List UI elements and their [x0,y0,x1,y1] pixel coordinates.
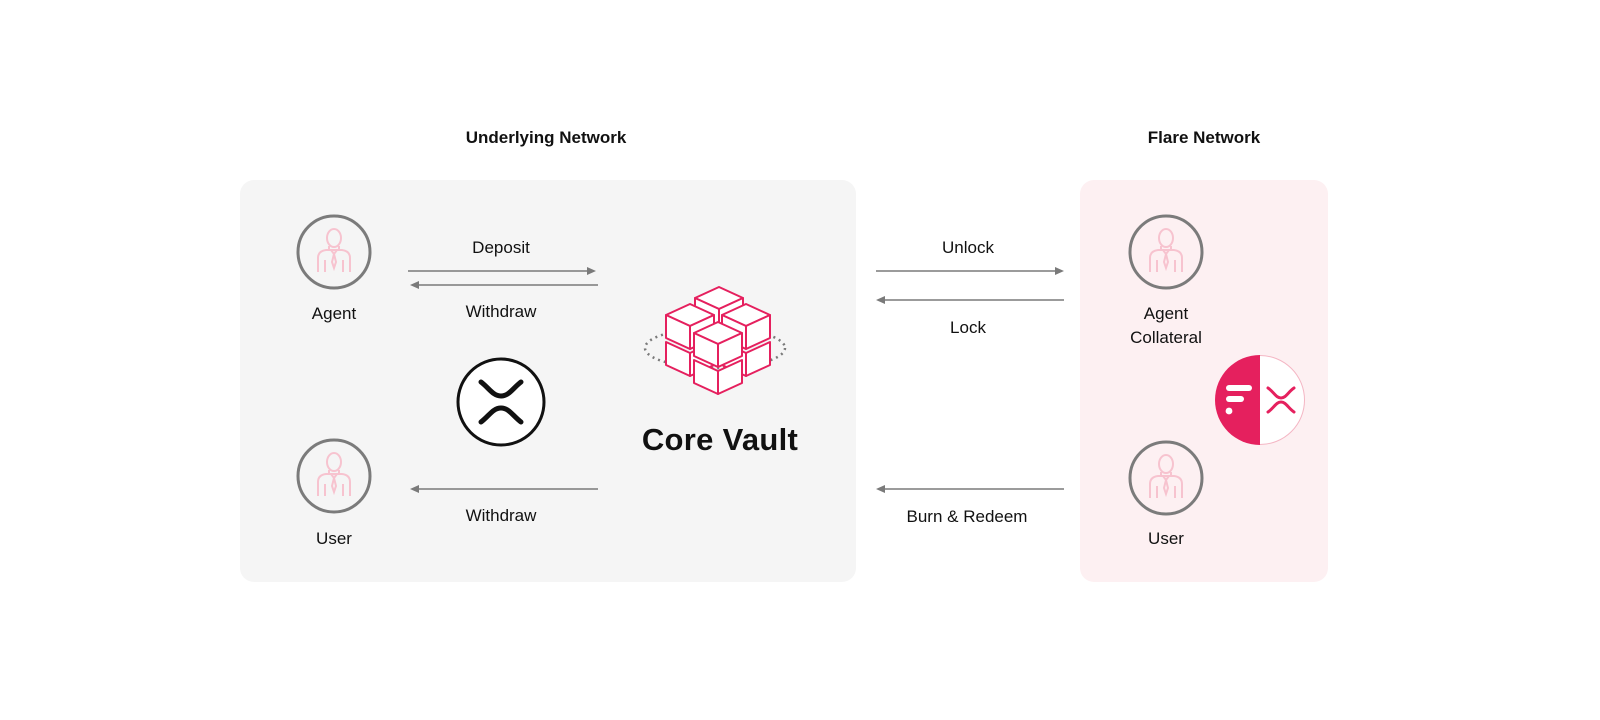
flare-user-avatar-icon [1128,440,1204,516]
agent-collateral-label: Agent Collateral [1130,304,1202,347]
underlying-network-panel [240,180,856,582]
deposit-label: Deposit [472,238,530,257]
user-label: User [316,529,352,548]
deposit-arrow [408,267,596,275]
burn-redeem-label: Burn & Redeem [906,507,1028,526]
withdraw-bottom-label: Withdraw [465,506,537,525]
withdraw-top-label: Withdraw [465,302,537,321]
lock-arrow [876,296,1064,304]
withdraw-top-arrow [410,281,598,289]
core-vault-title: Core Vault [641,422,799,457]
flare-network-heading: Flare Network [1147,128,1261,147]
lock-label: Lock [950,318,986,337]
unlock-arrow [876,267,1064,275]
withdraw-bottom-arrow [410,485,598,493]
burn-redeem-arrow [876,485,1064,493]
xrp-logo-icon [456,357,546,447]
fxrp-logo-icon [1215,355,1305,445]
unlock-label: Unlock [942,238,994,257]
agent-avatar-icon [296,214,372,290]
flare-user-label: User [1148,529,1184,548]
agent-label: Agent [311,304,357,323]
underlying-network-heading: Underlying Network [465,128,627,147]
user-avatar-icon [296,438,372,514]
vault-cubes-icon [643,286,787,395]
agent-collateral-avatar-icon [1128,214,1204,290]
